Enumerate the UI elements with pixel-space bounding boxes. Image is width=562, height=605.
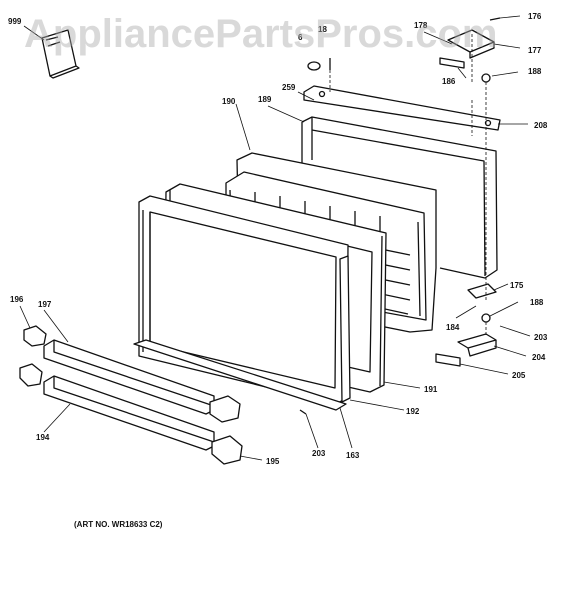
bushing-188-bottom — [481, 313, 491, 323]
callout-192: 192 — [406, 407, 420, 416]
callout-176: 176 — [528, 12, 542, 21]
callout-188-top: 188 — [528, 67, 542, 76]
callout-163: 163 — [346, 451, 360, 460]
callout-188-bottom: 188 — [530, 298, 544, 307]
callout-194: 194 — [36, 433, 50, 442]
callout-191: 191 — [424, 385, 438, 394]
callout-205: 205 — [512, 371, 526, 380]
door-frame-190 — [138, 195, 349, 405]
end-cap-196-top — [23, 325, 47, 347]
callout-259: 259 — [282, 83, 296, 92]
manual-booklet — [41, 29, 80, 79]
callout-196: 196 — [10, 295, 24, 304]
bottom-hinge-204 — [457, 333, 497, 357]
end-cap-195 — [211, 435, 243, 465]
callout-189: 189 — [258, 95, 272, 104]
art-number-note: (ART NO. WR18633 C2) — [74, 520, 163, 529]
end-cap-196-bottom — [19, 363, 43, 387]
top-hinge-bar-259 — [303, 85, 501, 131]
callout-178: 178 — [414, 21, 428, 30]
spacer-186 — [439, 57, 465, 69]
bushing-188-top — [481, 73, 491, 83]
screw-203-bottom — [299, 409, 307, 415]
callout-197: 197 — [38, 300, 52, 309]
callout-18: 18 — [318, 25, 327, 34]
callout-186: 186 — [442, 77, 456, 86]
callout-184: 184 — [446, 323, 460, 332]
plug-6 — [307, 61, 321, 71]
callout-177: 177 — [528, 46, 542, 55]
screw-176 — [489, 17, 501, 21]
callout-208: 208 — [534, 121, 548, 130]
callout-190: 190 — [222, 97, 236, 106]
bottom-trim-163 — [133, 339, 347, 411]
callout-195: 195 — [266, 457, 280, 466]
top-hinge-177 — [447, 29, 495, 59]
end-cap-right-top — [209, 395, 241, 423]
spacer-205 — [435, 353, 461, 367]
callout-203-bottom: 203 — [312, 449, 326, 458]
callout-6: 6 — [298, 33, 303, 42]
callout-203-right: 203 — [534, 333, 548, 342]
callout-175: 175 — [510, 281, 524, 290]
callout-999: 999 — [8, 17, 22, 26]
door-strip-192 — [339, 255, 351, 403]
hinge-bracket-175 — [467, 283, 497, 299]
callout-204: 204 — [532, 353, 546, 362]
